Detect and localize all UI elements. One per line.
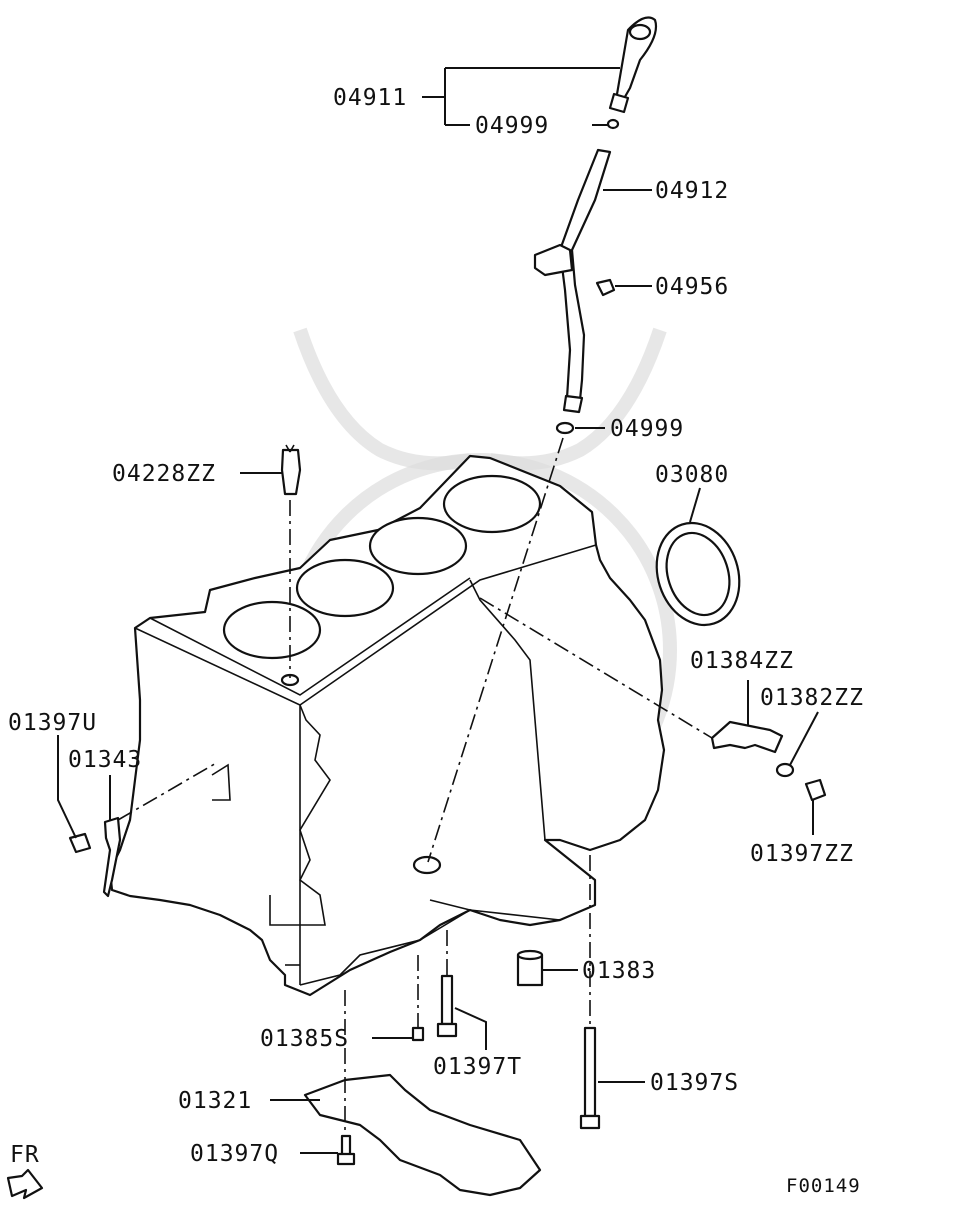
washer-01382 <box>775 762 795 778</box>
plug-04228 <box>280 444 302 496</box>
label-03080: 03080 <box>655 462 729 488</box>
bolt-01397q <box>336 1134 356 1166</box>
label-01397s: 01397S <box>650 1070 739 1096</box>
label-01397u: 01397U <box>8 710 97 736</box>
label-01385s: 01385S <box>260 1026 349 1052</box>
bolt-01397s <box>579 1026 601 1130</box>
dowel-01383 <box>516 949 544 987</box>
label-01383: 01383 <box>582 958 656 984</box>
label-04999-lower: 04999 <box>610 416 684 442</box>
guide-bolt <box>595 278 616 297</box>
label-01397q: 01397Q <box>190 1141 279 1167</box>
label-04912: 04912 <box>655 178 729 204</box>
bracket-01343 <box>102 816 122 898</box>
label-01397t: 01397T <box>433 1054 522 1080</box>
front-direction-arrow-icon <box>6 1168 44 1200</box>
bolt-01397zz <box>804 778 827 802</box>
label-04228zz: 04228ZZ <box>112 461 216 487</box>
figure-code: F00149 <box>786 1175 861 1197</box>
label-01397zz: 01397ZZ <box>750 841 854 867</box>
cylinder-block <box>108 454 666 997</box>
oil-level-gauge <box>608 16 658 114</box>
label-01382zz: 01382ZZ <box>760 685 864 711</box>
pin-01385s <box>411 1026 425 1042</box>
oil-level-gauge-guide <box>533 148 612 414</box>
bolt-01397t <box>436 974 458 1038</box>
label-04956: 04956 <box>655 274 729 300</box>
label-01343: 01343 <box>68 747 142 773</box>
label-01321: 01321 <box>178 1088 252 1114</box>
direction-label: FR <box>10 1142 40 1168</box>
bolt-01397u <box>68 832 92 854</box>
label-04999-upper: 04999 <box>475 113 549 139</box>
oil-seal-03080 <box>655 521 741 627</box>
bracket-01384 <box>710 720 784 754</box>
label-04911: 04911 <box>333 85 407 111</box>
label-01384zz: 01384ZZ <box>690 648 794 674</box>
stiffener-01321 <box>303 1073 542 1197</box>
